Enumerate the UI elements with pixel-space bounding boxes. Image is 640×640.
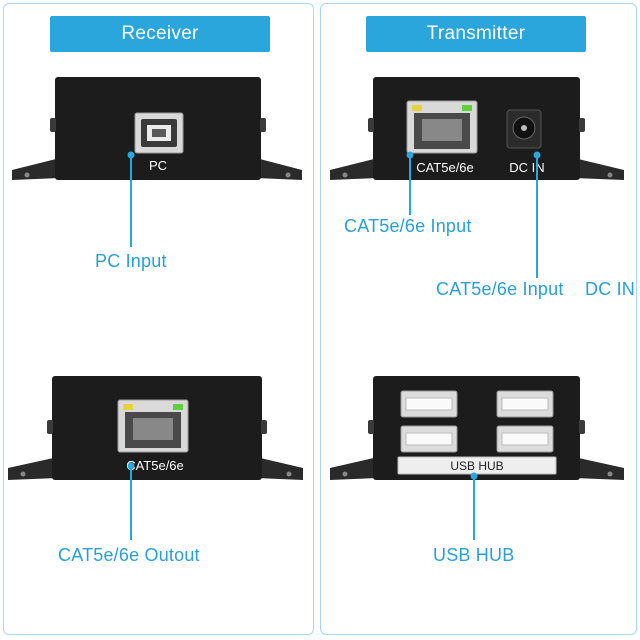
- receiver-pc-callout: PC Input: [95, 251, 167, 271]
- usb-a-port: [496, 425, 554, 453]
- cat-port-label: CAT5e/6e: [416, 160, 474, 175]
- usb-hub-label-strip: [397, 456, 557, 475]
- mounting-flange: [256, 457, 303, 480]
- transmitter-usb-unit: USB HUB: [330, 376, 624, 540]
- transmitter-cat-dc-unit: CAT5e/6e DC IN: [330, 77, 624, 278]
- transmitter-title: Transmitter: [366, 16, 586, 52]
- dc-port-label: DC IN: [509, 160, 544, 175]
- usb-a-port: [400, 390, 458, 418]
- mounting-flange: [330, 158, 378, 180]
- receiver-cat-unit: CAT5e/6e: [8, 376, 303, 540]
- callout-dot: [127, 462, 135, 470]
- callout-dot: [406, 151, 414, 159]
- receiver-cat-callout: CAT5e/6e Outout: [58, 545, 200, 565]
- usb-port-label: USB HUB: [450, 459, 503, 473]
- mounting-flange: [256, 158, 302, 180]
- transmitter-cat-callout: CAT5e/6e Input: [344, 216, 472, 236]
- led-green: [173, 404, 183, 410]
- led-yellow: [123, 404, 133, 410]
- pc-port-label: PC: [149, 158, 167, 173]
- mounting-flange: [8, 457, 58, 480]
- mounting-flange: [12, 158, 60, 180]
- mounting-flange: [574, 457, 624, 480]
- transmitter-usb-callout: USB HUB: [433, 545, 515, 565]
- usb-a-port: [400, 425, 458, 453]
- callout-dot: [127, 151, 135, 159]
- mounting-flange: [574, 158, 624, 180]
- mounting-flange: [330, 457, 378, 480]
- callout-dot: [533, 151, 541, 159]
- receiver-pc-unit: PC: [12, 77, 302, 247]
- receiver-title: Receiver: [50, 16, 270, 52]
- transmitter-dc-callout: DC IN: [585, 279, 635, 299]
- transmitter-cat-dc-callout: CAT5e/6e Input: [436, 279, 564, 299]
- usb-a-port: [496, 390, 554, 418]
- callout-dot: [470, 472, 478, 480]
- led-yellow: [412, 105, 422, 111]
- cat-port-label: CAT5e/6e: [126, 458, 184, 473]
- led-green: [462, 105, 472, 111]
